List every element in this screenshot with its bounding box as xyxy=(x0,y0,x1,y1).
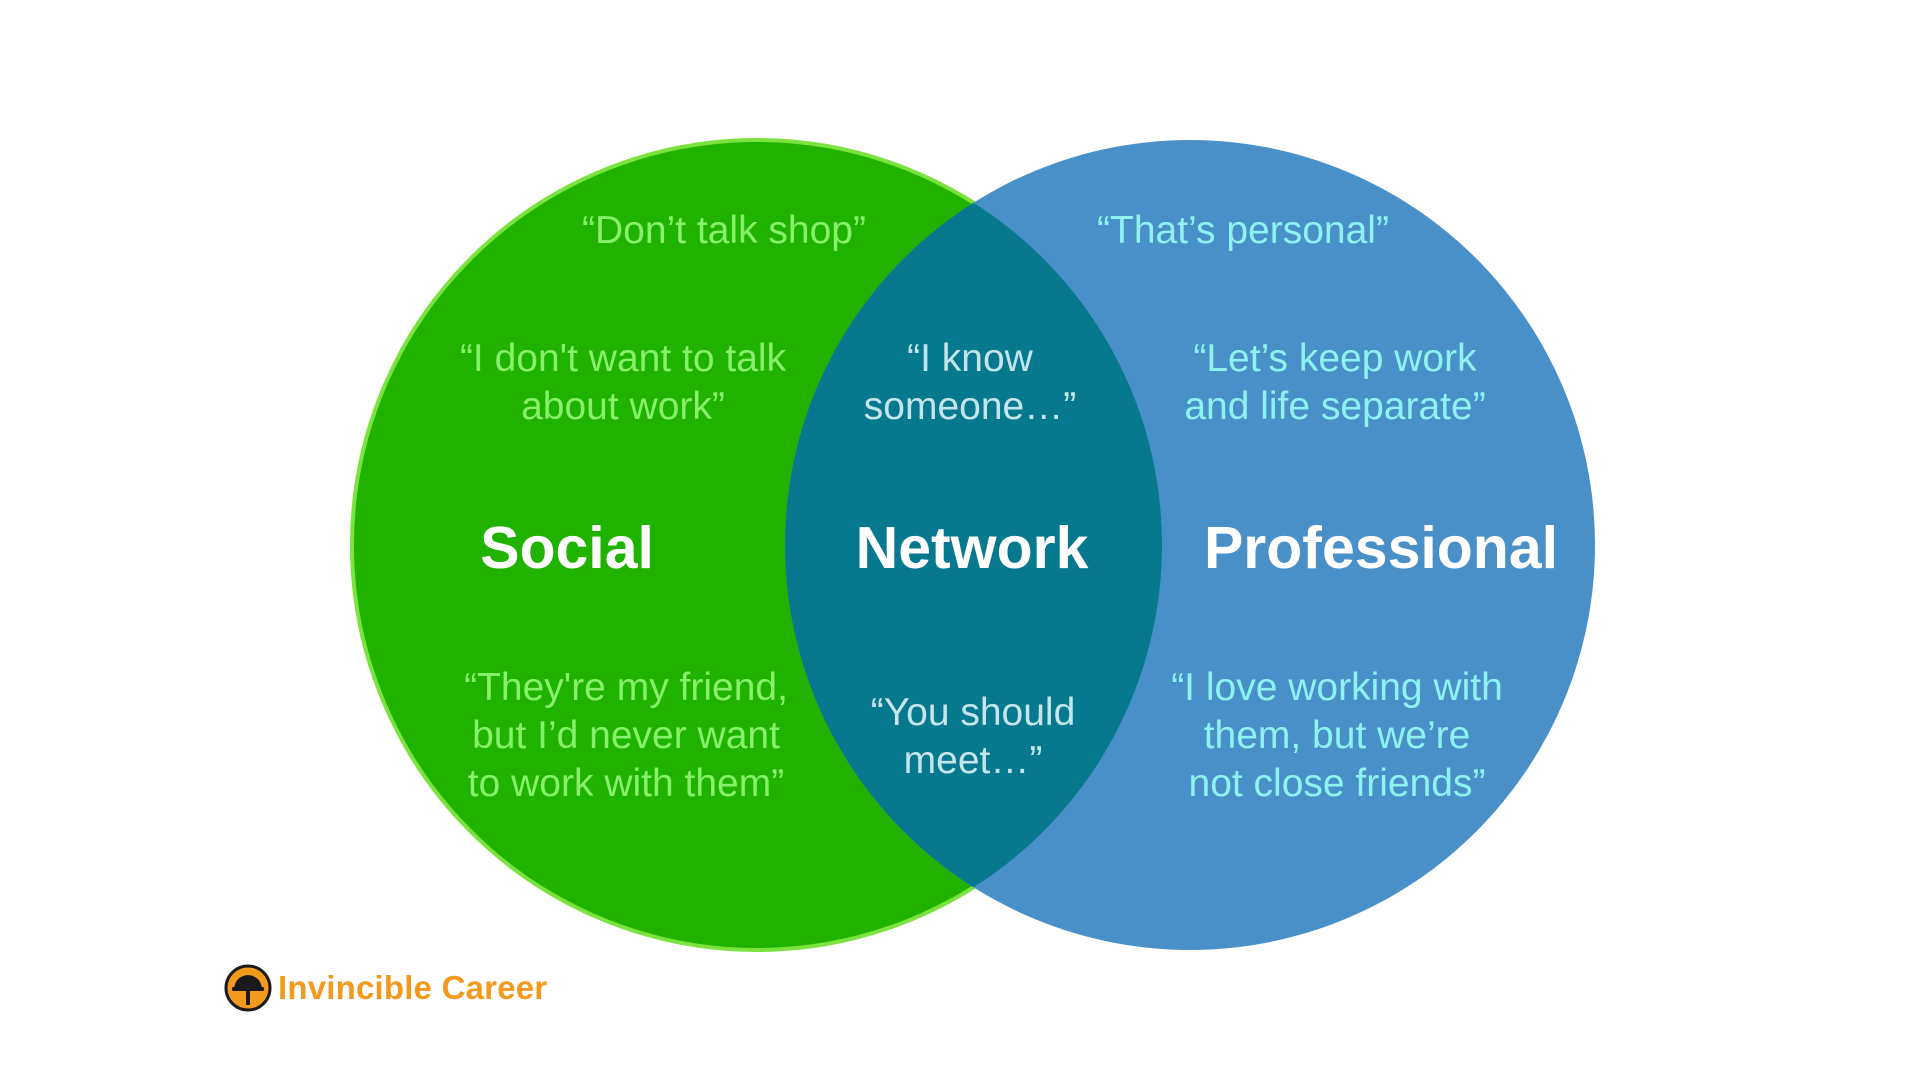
social-quote-1: “Don’t talk shop” xyxy=(582,209,866,252)
social-quote-2: “I don't want to talk about work” xyxy=(459,337,787,428)
hardhat-logo-icon xyxy=(224,964,272,1012)
social-title: Social xyxy=(480,515,654,581)
brand-logo: Invincible Career xyxy=(224,964,547,1012)
professional-quote-1: “That’s personal” xyxy=(1097,209,1389,252)
professional-quote-3: “I love working with them, but we’re not… xyxy=(1171,666,1503,805)
brand-name: Invincible Career xyxy=(278,969,548,1006)
professional-quote-2: “Let’s keep work and life separate” xyxy=(1184,337,1486,428)
network-title: Network xyxy=(855,515,1089,581)
social-quote-3: “They're my friend, but I’d never want t… xyxy=(464,666,788,805)
network-quote-2: “You should meet…” xyxy=(870,691,1076,782)
network-quote-1: “I know someone…” xyxy=(863,337,1077,428)
professional-title: Professional xyxy=(1203,515,1559,581)
network-overlap xyxy=(785,140,1162,950)
